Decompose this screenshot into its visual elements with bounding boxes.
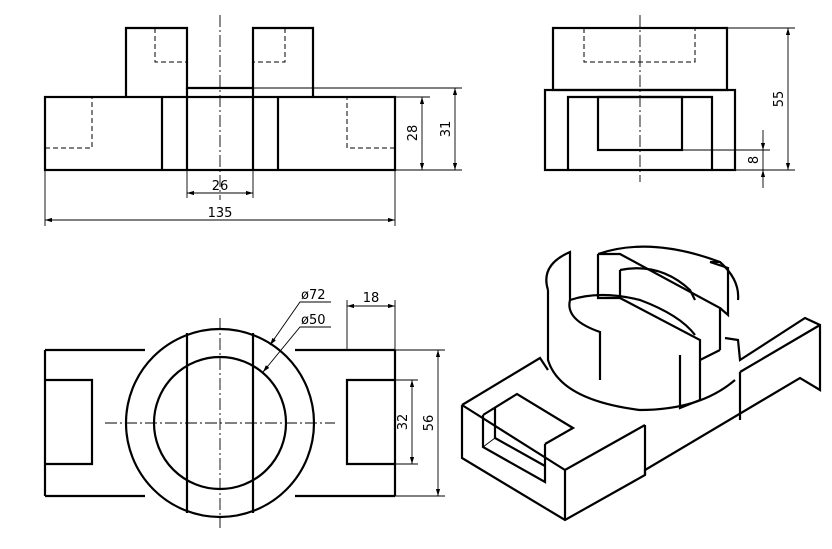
dim-width-26: 26 xyxy=(212,179,229,194)
dim-total-135: 135 xyxy=(208,206,233,221)
dim-pocket-32: 32 xyxy=(396,414,411,431)
dim-outer-diameter: ø72 xyxy=(301,288,326,303)
dim-slot-18: 18 xyxy=(363,291,380,306)
front-view: 26 135 28 31 xyxy=(43,15,462,226)
dim-height-31: 31 xyxy=(439,121,454,138)
dim-inner-diameter: ø50 xyxy=(301,313,326,328)
top-view: ø72 ø50 18 32 56 xyxy=(43,288,445,528)
dim-step-8: 8 xyxy=(747,156,762,164)
dim-height-55: 55 xyxy=(772,91,787,108)
dim-depth-56: 56 xyxy=(422,415,437,432)
dim-height-28: 28 xyxy=(406,125,421,142)
isometric-view xyxy=(460,245,822,522)
side-view: 55 8 xyxy=(543,15,795,188)
